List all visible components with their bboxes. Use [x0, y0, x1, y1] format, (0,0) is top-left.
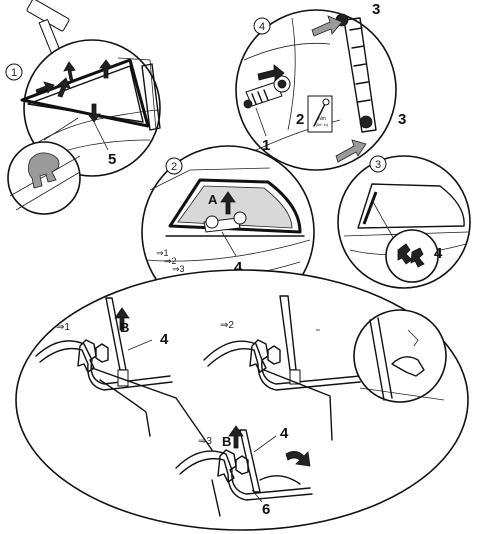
callout-4-step3: 4 [434, 245, 443, 262]
torque-unit: Nm [318, 116, 326, 122]
detail-2-inset-ring [353, 309, 447, 403]
step-4-panel: Nm (lbf. in) 4 3 3 2 1 [235, 1, 406, 171]
detail-1: ⇒1 B 4 [35, 297, 213, 451]
callout-4-detail3: 4 [280, 425, 289, 442]
step-2-number: 2 [171, 161, 177, 173]
detail-3: ⇒3 B 4 6 [175, 425, 313, 518]
seq-3: ⇒3 [172, 264, 185, 274]
arrow-icon [257, 64, 285, 82]
step-1-number: 1 [11, 67, 17, 79]
nut-bottom [359, 115, 373, 129]
callout-4-detail1: 4 [160, 331, 169, 348]
clip-inset-ring [7, 141, 81, 215]
arrow-icon [35, 59, 113, 123]
callout-3-bottom: 3 [398, 111, 406, 128]
seq-1: ⇒1 [156, 248, 169, 258]
arrow-icon [220, 191, 236, 215]
arrow-label-b1: B [120, 320, 129, 335]
torque-wrench-icon: Nm (lbf. in) [307, 95, 333, 133]
arrow-icon [335, 139, 367, 163]
callout-3-top: 3 [372, 1, 380, 18]
callout-5: 5 [108, 151, 116, 168]
arrow-icon [228, 425, 244, 449]
clip-icon [397, 243, 425, 268]
clip-icon [28, 152, 60, 189]
step-4-badge [253, 17, 271, 35]
callout-6: 6 [262, 501, 270, 518]
step-4-ring [235, 9, 397, 171]
guide-rail [343, 17, 377, 133]
arrow-label-b3: B [222, 434, 231, 449]
torque-unit-sub: (lbf. in) [316, 122, 329, 127]
callout-2: 2 [296, 111, 304, 128]
detail-seq-2: ⇒2 [220, 320, 234, 331]
detail-seq-3: ⇒3 [198, 436, 212, 447]
callout-4-step2: 4 [234, 259, 243, 276]
callout-1: 1 [262, 137, 270, 154]
arrow-icon [311, 15, 343, 37]
detail-seq-1: ⇒1 [56, 322, 70, 333]
step-3-panel: 3 4 [337, 155, 471, 289]
step-4-number: 4 [259, 21, 265, 33]
step-3-number: 3 [375, 159, 381, 171]
detail-2: ⇒2 [203, 295, 447, 441]
quarter-window-step2 [168, 178, 302, 234]
arrow-icon [285, 451, 311, 467]
step-1-badge [5, 63, 23, 81]
quarter-window-step3 [357, 183, 465, 229]
detail-ellipse [15, 269, 469, 531]
step-3-badge [369, 155, 387, 173]
seq-2: ⇒2 [164, 256, 177, 266]
detail-ellipse-panel: ⇒1 B 4 ⇒2 [15, 269, 469, 531]
arrow-icon [114, 307, 130, 331]
arrow-label-a: A [208, 192, 218, 207]
step-1-panel: 1 5 [5, 0, 161, 215]
step-2-badge [165, 157, 183, 175]
